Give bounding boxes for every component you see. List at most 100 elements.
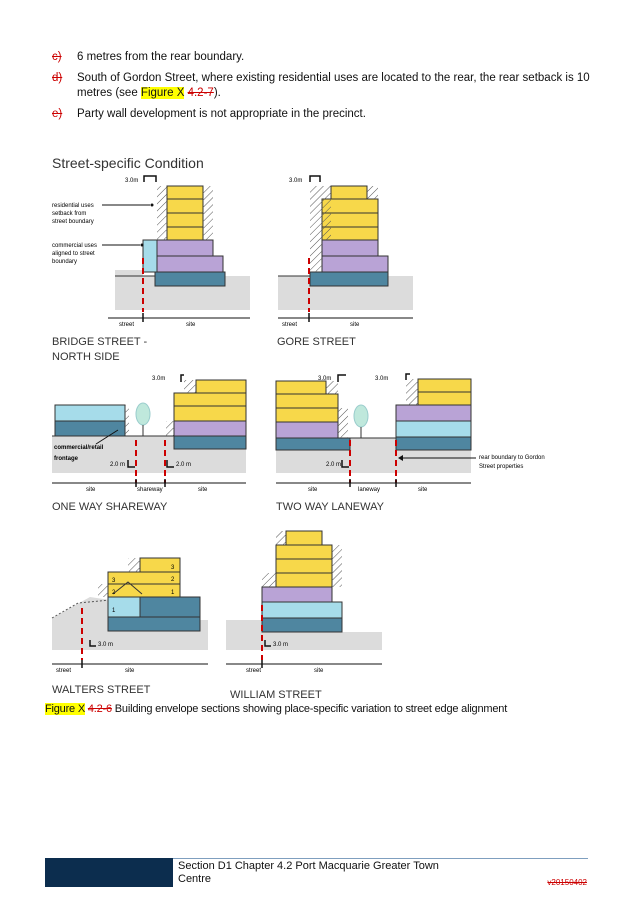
- axis-label-site: site: [418, 487, 428, 493]
- label-commercial: commercial uses: [52, 243, 97, 249]
- tree: [135, 402, 151, 426]
- residential-floor: [107, 583, 181, 598]
- axis-label-site: site: [198, 487, 208, 493]
- footer-line-1: Section D1 Chapter 4.2 Port Macquarie Gr…: [178, 860, 439, 872]
- residential-floor: [275, 393, 339, 409]
- label-commercial: aligned to street: [52, 251, 95, 257]
- commercial-floor: [156, 255, 224, 273]
- label-commercial: boundary: [52, 259, 77, 265]
- basement: [107, 616, 201, 632]
- list-marker: c): [52, 51, 62, 63]
- axis-label-street: street: [282, 322, 297, 328]
- setback-dimension: 3.0m: [318, 376, 331, 382]
- residential-floor: [275, 544, 333, 560]
- basement: [395, 436, 472, 451]
- setback-dimension: 2.0 m: [326, 462, 341, 468]
- residential-floor: [285, 530, 323, 546]
- list-marker: d): [52, 72, 63, 84]
- ground: [226, 620, 262, 650]
- setback-dimension: 3.0m: [289, 178, 302, 184]
- floor-number: 2: [171, 577, 175, 583]
- commercial-floor: [107, 596, 141, 618]
- basement: [275, 437, 351, 451]
- panel-title: GORE STREET: [277, 336, 356, 348]
- panel-two-way-laneway: 3.0m 3.0m 2.0 m rear boundary to Gordon …: [275, 373, 545, 513]
- list-item-d: d) South of Gordon Street, where existin…: [52, 71, 592, 101]
- tree: [353, 404, 369, 428]
- list-text-end: ).: [213, 87, 221, 99]
- label-rear-boundary: rear boundary to Gordon: [479, 455, 545, 461]
- axis-label-street: street: [56, 668, 71, 674]
- floor-number: 1: [112, 608, 116, 614]
- deleted-figure-number: 4.2-6: [87, 703, 112, 715]
- panel-title: NORTH SIDE: [52, 351, 120, 363]
- axis-label-laneway: laneway: [358, 487, 380, 493]
- footer-version: v20150402: [547, 878, 587, 887]
- footer-rule: [45, 858, 588, 859]
- axis-label-site: site: [308, 487, 318, 493]
- commercial-floor: [173, 420, 247, 437]
- residential-floor: [275, 558, 333, 574]
- commercial-floor: [395, 420, 472, 438]
- setback-dimension: 2.0 m: [176, 462, 191, 468]
- axis-label-site: site: [314, 668, 324, 674]
- panel-walters-street: 3 3 2 2 1 1 3.0 m street site WALTERS ST…: [51, 557, 208, 696]
- panel-title: ONE WAY SHAREWAY: [52, 501, 168, 513]
- commercial-floor: [395, 404, 472, 422]
- figure-heading: Street-specific Condition: [52, 155, 204, 171]
- commercial-floor: [321, 255, 389, 273]
- panel-title: TWO WAY LANEWAY: [276, 501, 385, 513]
- label-commercial-retail: frontage: [54, 456, 79, 462]
- residential-floor: [330, 185, 368, 200]
- residential-floor: [107, 571, 181, 585]
- list-marker: e): [52, 108, 63, 120]
- residential-floor: [275, 572, 333, 588]
- deleted-figure-number: 4.2-7: [187, 87, 214, 99]
- panel-title: BRIDGE STREET -: [52, 336, 147, 348]
- residential-floor: [275, 407, 339, 423]
- footer-color-block: [45, 858, 173, 887]
- floor-number: 3: [171, 565, 175, 571]
- footer-section-title: Section D1 Chapter 4.2 Port Macquarie Gr…: [178, 860, 478, 886]
- label-commercial-retail: commercial/retail: [54, 445, 104, 451]
- figure-reference-highlight: Figure X: [45, 703, 85, 715]
- setback-dimension: 3.0 m: [98, 642, 113, 648]
- label-residential: setback from: [52, 211, 86, 217]
- setback-hatch: [367, 186, 378, 199]
- setback-dimension: 3.0 m: [273, 642, 288, 648]
- setback-dimension: 3.0m: [152, 376, 165, 382]
- commercial-floor: [261, 586, 333, 603]
- basement: [154, 271, 226, 287]
- basement: [54, 420, 126, 437]
- residential-floor: [417, 378, 472, 393]
- basement: [309, 271, 389, 287]
- footer-line-2: Centre: [178, 873, 212, 885]
- axis-label-site: site: [350, 322, 360, 328]
- panel-bridge-street: 3.0m residential uses setback from stree…: [52, 175, 250, 363]
- residential-floor: [173, 392, 247, 407]
- residential-floor: [166, 185, 204, 200]
- panel-title: WALTERS STREET: [52, 684, 151, 696]
- axis-label-street: street: [119, 322, 134, 328]
- axis-label-site: site: [86, 487, 96, 493]
- list-text-part: South of Gordon Street, where existing r…: [77, 72, 590, 99]
- floor-number: 1: [171, 590, 175, 596]
- commercial-frontage: [54, 404, 126, 422]
- commercial-frontage: [142, 239, 158, 273]
- basement: [261, 617, 343, 633]
- basement: [173, 435, 247, 450]
- residential-floor: [275, 380, 327, 395]
- caption-text: Building envelope sections showing place…: [111, 703, 508, 715]
- figure-reference-highlight: Figure X: [140, 87, 185, 99]
- commercial-floor: [261, 601, 343, 619]
- axis-label-site: site: [125, 668, 135, 674]
- label-residential: residential uses: [52, 203, 94, 209]
- axis-label-site: site: [186, 322, 196, 328]
- panel-one-way-shareway: 3.0m commercial/retail frontage 2.0 m 2.…: [52, 374, 247, 513]
- basement: [139, 596, 201, 618]
- setback-hatch: [157, 186, 167, 240]
- residential-floor: [166, 198, 204, 214]
- setback-hatch: [310, 186, 331, 240]
- floor-number: 2: [112, 590, 116, 596]
